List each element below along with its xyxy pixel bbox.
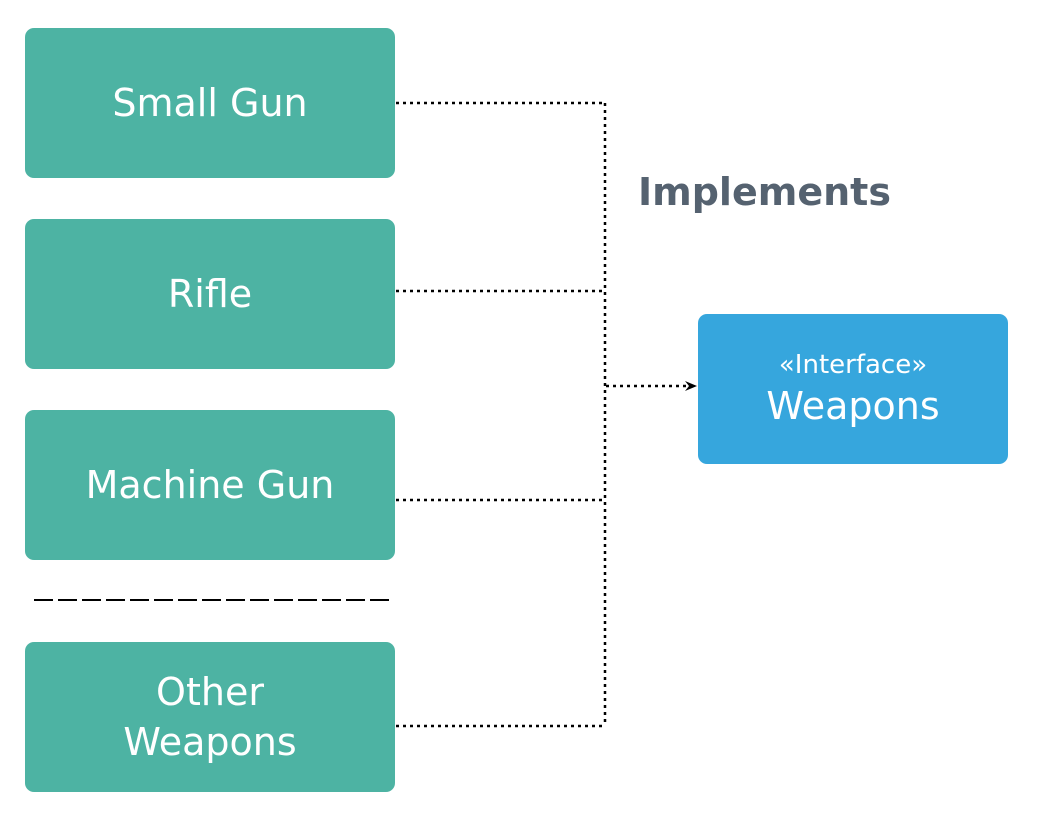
interface-stereotype: «Interface» [778, 350, 928, 380]
relationship-label: Implements [638, 170, 891, 214]
class-rifle[interactable]: Rifle [25, 219, 395, 369]
class-other-weapons[interactable]: Other Weapons [25, 642, 395, 792]
class-small-gun[interactable]: Small Gun [25, 28, 395, 178]
interface-name: Weapons [766, 384, 940, 428]
class-machine-gun[interactable]: Machine Gun [25, 410, 395, 560]
interface-weapons[interactable]: «Interface» Weapons [698, 314, 1008, 464]
class-label: Machine Gun [85, 463, 335, 507]
class-label: Rifle [167, 272, 253, 316]
class-label: Small Gun [112, 81, 308, 125]
class-label: Other Weapons [123, 670, 297, 764]
